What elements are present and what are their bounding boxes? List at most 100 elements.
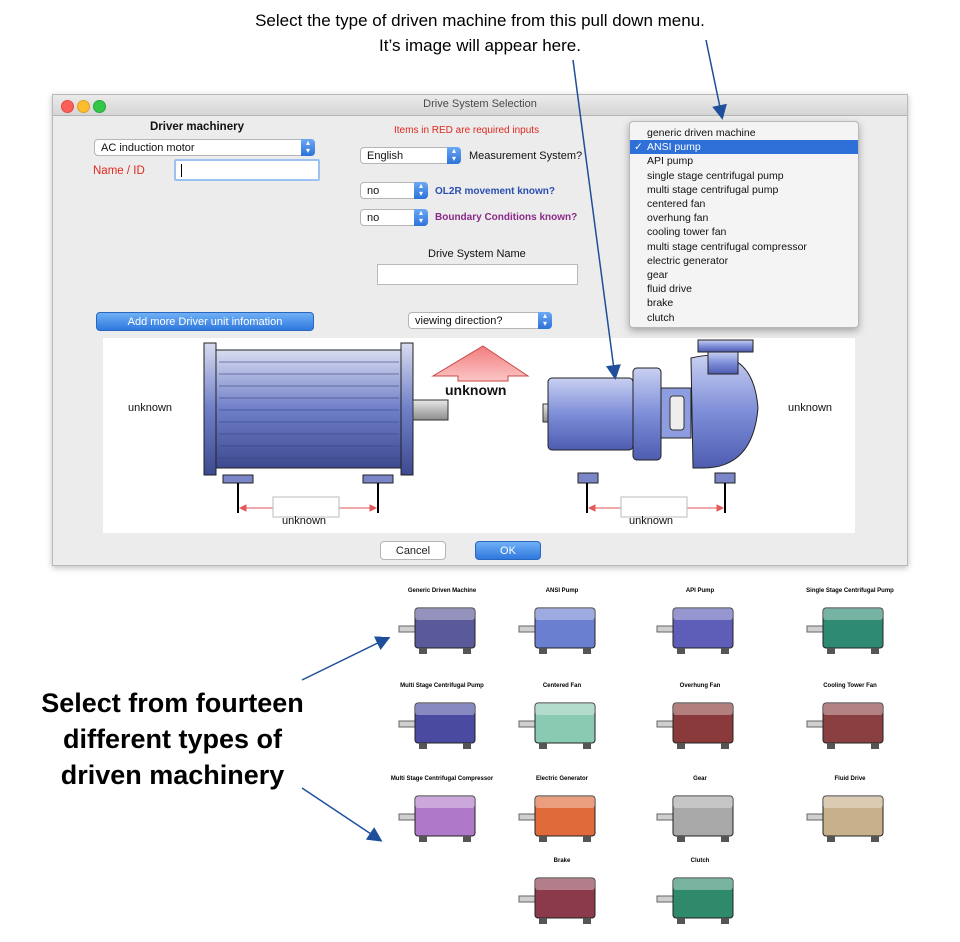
- dropdown-item-label: multi stage centrifugal compressor: [647, 240, 807, 253]
- ol2r-select[interactable]: no ▴▾: [360, 182, 428, 199]
- gallery-caption: Electric Generator: [535, 776, 589, 782]
- ansi-pump-drawing: [542, 339, 759, 513]
- driver-type-value: AC induction motor: [101, 142, 195, 154]
- gallery-caption: Overhung Fan: [679, 683, 721, 689]
- gallery-caption: Clutch: [690, 858, 710, 864]
- boundary-label: Boundary Conditions known?: [435, 212, 578, 223]
- gallery-machine-image[interactable]: [655, 870, 745, 928]
- gallery-caption: Fluid Drive: [834, 776, 866, 782]
- dropdown-item[interactable]: clutch: [630, 311, 858, 325]
- drive-train-drawing: [203, 339, 759, 518]
- gallery-machine-image[interactable]: [397, 788, 487, 846]
- boundary-value: no: [367, 212, 380, 224]
- driven-machine-label: unknown: [788, 402, 833, 414]
- gallery-machine-image[interactable]: [655, 788, 745, 846]
- gallery-caption: Gear: [693, 776, 707, 782]
- gallery-machine-image[interactable]: [397, 695, 487, 753]
- add-driver-info-button[interactable]: Add more Driver unit infomation: [96, 312, 314, 331]
- dropdown-item-label: centered fan: [647, 198, 706, 210]
- dropdown-item-label: fluid drive: [647, 283, 692, 296]
- measurement-system-value: English: [367, 150, 404, 162]
- dropdown-item[interactable]: single stage centrifugal pump: [630, 169, 858, 183]
- dropdown-item[interactable]: multi stage centrifugal pump: [630, 183, 858, 197]
- dropdown-item[interactable]: multi stage centrifugal compressor: [630, 240, 858, 254]
- dropdown-item[interactable]: generic driven machine: [630, 126, 858, 140]
- gallery-machine-image[interactable]: [397, 600, 487, 658]
- required-note: Items in RED are required inputs: [394, 125, 540, 136]
- ol2r-label: OL2R movement known?: [435, 186, 556, 197]
- gallery-caption: Centered Fan: [542, 683, 582, 689]
- callout-top-line2: It’s image will appear here.: [379, 36, 581, 55]
- gallery-caption: Multi Stage Centrifugal Pump: [400, 683, 484, 689]
- dropdown-item-label: ANSI pump: [647, 141, 701, 154]
- viewing-direction-value: viewing direction?: [415, 315, 503, 327]
- machine-thumbnail-icon: [656, 877, 734, 924]
- dropdown-item[interactable]: brake: [630, 296, 858, 310]
- dropdown-item-label: single stage centrifugal pump: [647, 169, 784, 182]
- dropdown-item-label: cooling tower fan: [647, 226, 727, 239]
- machine-thumbnail-icon: [656, 795, 734, 842]
- viewing-direction-select[interactable]: viewing direction? ▴▾: [408, 312, 552, 329]
- ol2r-value: no: [367, 185, 380, 197]
- machine-thumbnail-icon: [806, 702, 884, 749]
- dropdown-item[interactable]: overhung fan: [630, 211, 858, 225]
- dropdown-item[interactable]: cooling tower fan: [630, 225, 858, 239]
- machine-thumbnail-icon: [656, 702, 734, 749]
- gallery-machine-image[interactable]: [655, 600, 745, 658]
- drive-system-name-input[interactable]: [377, 264, 578, 285]
- gallery-machine-image[interactable]: [805, 600, 895, 658]
- close-window-button[interactable]: [61, 100, 74, 113]
- driver-type-select[interactable]: AC induction motor ▴▾: [94, 139, 315, 156]
- gallery-machine-image[interactable]: [805, 788, 895, 846]
- dropdown-item-label: overhung fan: [647, 212, 709, 225]
- gallery-machine-image[interactable]: [805, 695, 895, 753]
- drive-system-name-label: Drive System Name: [428, 248, 526, 260]
- minimize-window-button[interactable]: [77, 100, 90, 113]
- text-caret: [181, 164, 182, 177]
- gallery-caption: Brake: [553, 858, 571, 864]
- gallery-machine-image[interactable]: [517, 695, 607, 753]
- gallery-caption: API Pump: [685, 588, 715, 594]
- machine-thumbnail-icon: [398, 607, 476, 654]
- callout-top-line1: Select the type of driven machine from t…: [255, 11, 705, 30]
- drive-train-canvas: unknown unknown unknown unknown unknown: [103, 338, 855, 533]
- dropdown-item[interactable]: centered fan: [630, 197, 858, 211]
- gallery-machine-image[interactable]: [517, 870, 607, 928]
- window-title: Drive System Selection: [423, 98, 537, 110]
- dropdown-item[interactable]: ✓ANSI pump: [630, 140, 858, 155]
- dropdown-item-label: gear: [647, 269, 669, 281]
- machine-thumbnail-icon: [518, 877, 596, 924]
- callout-bottom-line1: Select from fourteen: [41, 688, 304, 718]
- cancel-button[interactable]: Cancel: [380, 541, 446, 560]
- dropdown-item[interactable]: API pump: [630, 154, 858, 168]
- dropdown-item[interactable]: gear: [630, 268, 858, 282]
- gallery-caption: Cooling Tower Fan: [823, 683, 877, 689]
- dropdown-item-label: API pump: [647, 155, 694, 168]
- zoom-window-button[interactable]: [93, 100, 106, 113]
- measurement-system-label: Measurement System?: [469, 150, 583, 162]
- select-stepper-icon: ▴▾: [538, 312, 552, 329]
- machine-thumbnail-icon: [518, 607, 596, 654]
- dropdown-item-label: generic driven machine: [647, 127, 756, 139]
- select-stepper-icon: ▴▾: [447, 147, 461, 164]
- dropdown-item[interactable]: electric generator: [630, 254, 858, 268]
- dropdown-item-label: multi stage centrifugal pump: [647, 183, 779, 196]
- dropdown-item-label: electric generator: [647, 254, 729, 267]
- ok-button[interactable]: OK: [475, 541, 541, 560]
- measurement-system-select[interactable]: English ▴▾: [360, 147, 461, 164]
- dropdown-item[interactable]: fluid drive: [630, 282, 858, 296]
- gallery-caption: Single Stage Centrifugal Pump: [806, 588, 894, 594]
- gallery-machine-image[interactable]: [655, 695, 745, 753]
- driver-heading: Driver machinery: [150, 121, 244, 133]
- gallery-machine-image[interactable]: [517, 600, 607, 658]
- name-id-input[interactable]: [174, 159, 320, 181]
- gallery-machine-image[interactable]: [517, 788, 607, 846]
- boundary-select[interactable]: no ▴▾: [360, 209, 428, 226]
- gallery-caption: ANSI Pump: [545, 588, 579, 594]
- select-stepper-icon: ▴▾: [301, 139, 315, 156]
- driver-machine-label: unknown: [128, 402, 173, 414]
- callout-bottom-line2: different types of: [62, 724, 283, 754]
- driver-span-label: unknown: [282, 515, 327, 527]
